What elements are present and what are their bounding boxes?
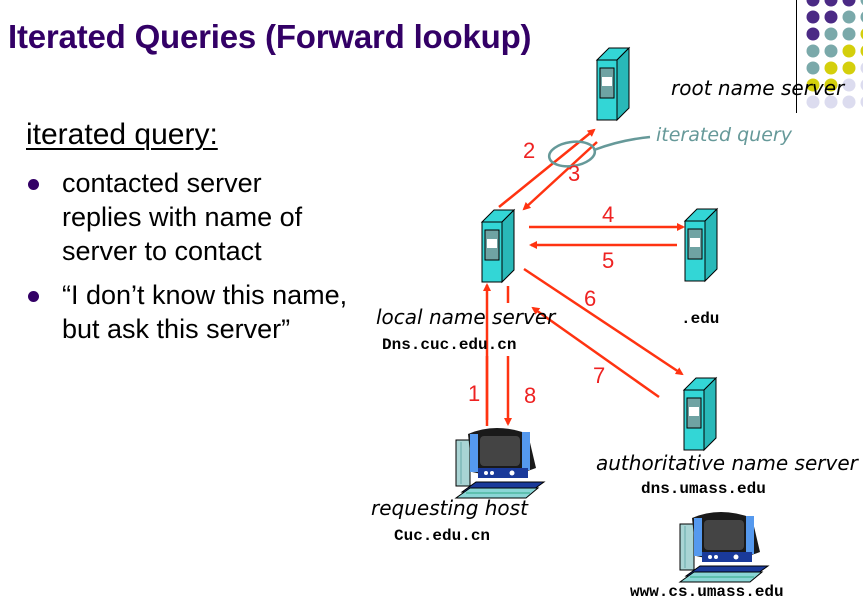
step-number-4: 4 xyxy=(602,202,615,227)
bullet-text: contacted server replies with name of se… xyxy=(62,168,303,266)
edu-server-label: .edu xyxy=(681,310,720,328)
root-server-label: root name server xyxy=(671,76,845,100)
edu-server-icon xyxy=(684,208,718,282)
step-number-5: 5 xyxy=(602,248,615,273)
step-number-7: 7 xyxy=(593,363,606,388)
requesting-host-computer-icon xyxy=(455,427,545,499)
target-host-computer-icon xyxy=(679,511,769,583)
arrow-step-3 xyxy=(522,141,598,211)
arrow-step-6 xyxy=(523,267,684,376)
arrow-step-7 xyxy=(531,306,660,399)
authoritative-server-icon xyxy=(683,377,717,451)
root-server-icon xyxy=(596,47,630,121)
target-host-address: www.cs.umass.edu xyxy=(630,583,784,601)
annotation-leader-line xyxy=(593,135,651,152)
slide-title: Iterated Queries (Forward lookup) xyxy=(8,18,532,55)
local-server-label: local name server xyxy=(376,305,556,329)
step-number-3: 3 xyxy=(568,161,581,186)
subheading: iterated query: xyxy=(26,118,218,151)
requesting-host-address: Cuc.edu.cn xyxy=(394,527,491,545)
corner-divider-line xyxy=(796,0,797,113)
step-number-2: 2 xyxy=(523,138,536,163)
bullet-text: “I don’t know this name, but ask this se… xyxy=(62,280,348,344)
bullet-item: “I don’t know this name, but ask this se… xyxy=(28,278,348,346)
bullet-item: contacted server replies with name of se… xyxy=(28,166,348,268)
local-server-icon xyxy=(481,209,515,283)
authoritative-server-label: authoritative name server xyxy=(596,451,858,475)
bullet-dot-icon xyxy=(28,291,39,302)
step-number-1: 1 xyxy=(468,381,481,406)
local-server-host: Dns.cuc.edu.cn xyxy=(382,336,517,354)
iterated-query-annotation: iterated query xyxy=(656,124,792,146)
authoritative-server-host: dns.umass.edu xyxy=(641,480,766,498)
step-number-8: 8 xyxy=(524,383,537,408)
step-number-6: 6 xyxy=(584,286,597,311)
requesting-host-label: requesting host xyxy=(371,496,528,520)
bullet-dot-icon xyxy=(28,179,39,190)
